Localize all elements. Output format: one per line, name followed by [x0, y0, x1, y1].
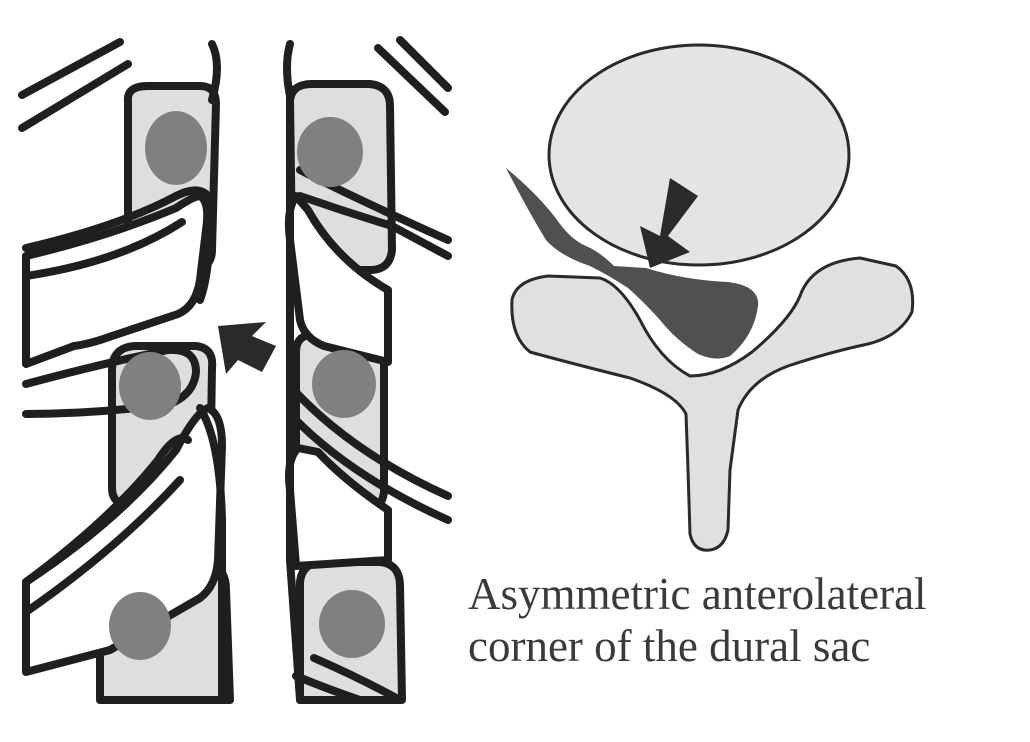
- left-pedicle-oval-2: [119, 352, 181, 420]
- posterior-spine-view: [18, 36, 452, 704]
- arrow-down-left-icon: [218, 322, 276, 374]
- axial-cross-section: [506, 43, 915, 552]
- caption-line-1: Asymmetric anterolateral: [468, 569, 927, 619]
- lamina-band-top-left: [18, 38, 132, 132]
- figure-caption: Asymmetric anterolateral corner of the d…: [468, 568, 927, 672]
- right-pedicle-oval-1: [297, 117, 363, 187]
- nerve-root-right-2: [286, 382, 452, 524]
- right-pedicle-oval-3: [319, 590, 385, 658]
- left-pedicle-oval-1: [145, 111, 207, 185]
- left-canal-border: [196, 192, 226, 704]
- dural-sac: [547, 43, 851, 267]
- arrow-down-left-icon: [640, 178, 698, 268]
- left-pedicle-oval-3: [109, 592, 171, 660]
- posterior-arch: [510, 256, 915, 552]
- caption-line-2: corner of the dural sac: [468, 621, 871, 671]
- left-lamina-edge-top: [208, 40, 221, 104]
- nerve-root-left-2: [22, 345, 200, 418]
- right-pedicle-oval-2: [312, 350, 376, 418]
- pedicles: [109, 111, 385, 660]
- right-lamina-edge-top: [283, 40, 294, 100]
- right-canal-border: [286, 92, 304, 704]
- nerve-root-left-3: [22, 434, 192, 616]
- nerve-root-left-1: [22, 186, 210, 280]
- disc-herniation: [506, 168, 759, 359]
- lamina-band-top-right: [374, 36, 452, 116]
